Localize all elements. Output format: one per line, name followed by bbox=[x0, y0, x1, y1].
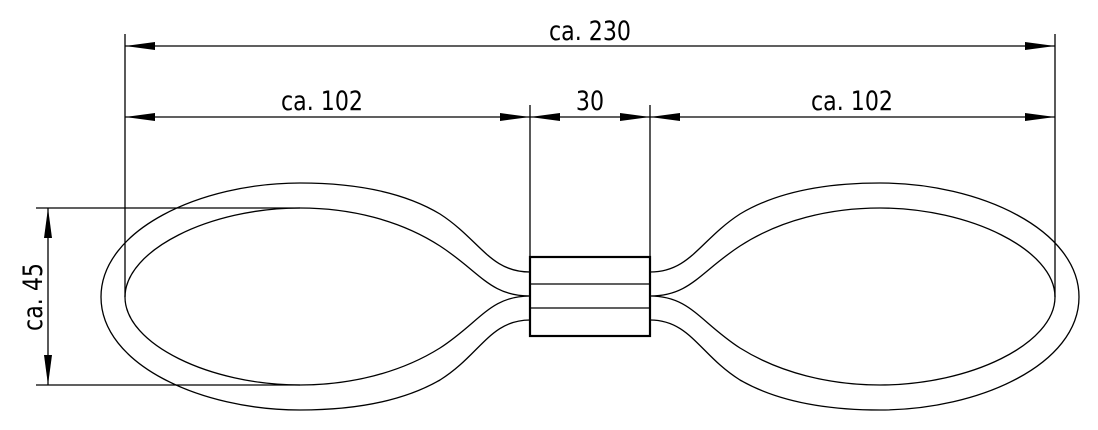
right-loop bbox=[649, 182, 1080, 411]
dim-text-sleeve: 30 bbox=[576, 85, 604, 117]
extension-lines bbox=[36, 34, 1056, 386]
crimp-sleeve bbox=[528, 255, 652, 338]
dim-text-overall: ca. 230 bbox=[549, 15, 631, 47]
dim-text-right-loop: ca. 102 bbox=[811, 85, 893, 117]
left-loop bbox=[100, 182, 531, 411]
dim-text-height: ca. 45 bbox=[17, 263, 49, 331]
dim-text-left-loop: ca. 102 bbox=[281, 85, 363, 117]
